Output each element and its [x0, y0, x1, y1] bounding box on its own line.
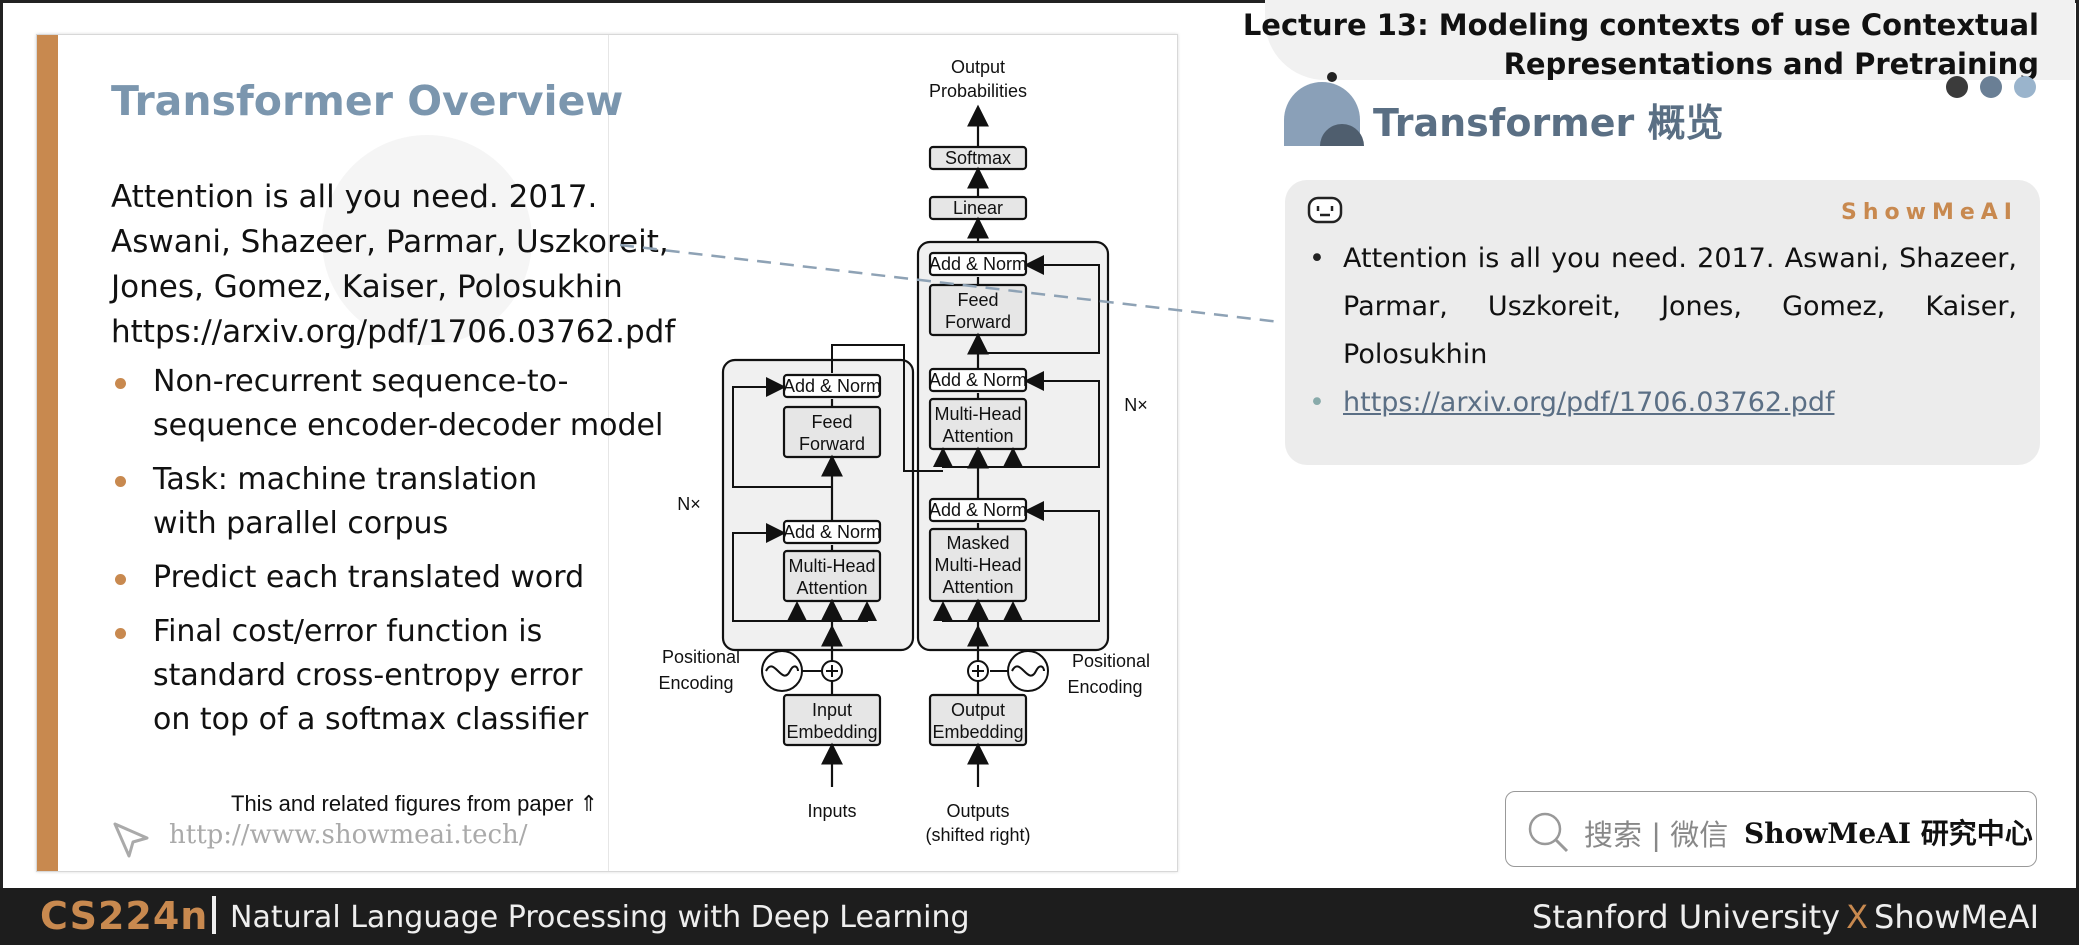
- dot-icon: [1946, 76, 1968, 98]
- cursor-icon: [113, 822, 149, 858]
- slide-divider: [608, 35, 609, 871]
- encoder-add-norm-block: Add & Norm: [783, 376, 881, 396]
- paper-link[interactable]: https://arxiv.org/pdf/1706.03762.pdf: [1343, 387, 1835, 418]
- course-code: CS224n: [40, 894, 209, 938]
- lecture-title-line: Lecture 13: Modeling contexts of use Con…: [1242, 8, 2039, 42]
- paper-citation: Attention is all you need. 2017. Aswani,…: [111, 175, 675, 355]
- card-list: Attention is all you need. 2017. Aswani,…: [1307, 235, 2017, 427]
- bullet-item: Predict each translated word: [111, 556, 663, 600]
- card-list-item: https://arxiv.org/pdf/1706.03762.pdf: [1307, 379, 2017, 427]
- citation-url: https://arxiv.org/pdf/1706.03762.pdf: [111, 314, 676, 350]
- encoder-feed-forward-block: Feed: [811, 412, 852, 432]
- header-band: [1265, 0, 2075, 80]
- encoder-nx-label: N×: [677, 494, 701, 514]
- header-dots: [1946, 76, 2048, 103]
- decoder-add-norm-block: Add & Norm: [929, 370, 1027, 390]
- figure-note: This and related figures from paper ⇑: [231, 791, 598, 816]
- lecture-slide: Transformer Overview Attention is all yo…: [36, 34, 1178, 872]
- footer-showmeai: ShowMeAI: [1874, 898, 2039, 936]
- search-label: 搜索 | 微信: [1584, 818, 1729, 852]
- inputs-label: Inputs: [807, 801, 856, 821]
- encoder-feed-forward-block: Forward: [799, 434, 865, 454]
- outputs-label: (shifted right): [925, 825, 1030, 845]
- connector-line: [620, 243, 1281, 324]
- encoder-add-norm-block: Add & Norm: [783, 522, 881, 542]
- decoder-add-norm-block: Add & Norm: [929, 500, 1027, 520]
- citation-line: Attention is all you need. 2017.: [111, 179, 598, 215]
- lecture-title-line: Representations and Pretraining: [1503, 47, 2039, 81]
- course-subtitle: Natural Language Processing with Deep Le…: [230, 900, 970, 935]
- robot-icon: [1307, 196, 1343, 224]
- positional-encoding-label: Positional: [662, 647, 740, 667]
- output-embedding-block: Output: [951, 700, 1005, 720]
- bullet-item: Task: machine translation with parallel …: [111, 458, 663, 546]
- encoder-multi-head-block: Multi-Head: [788, 556, 875, 576]
- decorative-circle: [322, 135, 532, 345]
- input-embedding-block: Input: [812, 700, 852, 720]
- decoder-add-norm-block: Add & Norm: [929, 254, 1027, 274]
- decoder-feed-forward-block: Forward: [945, 312, 1011, 332]
- bullet-item: Non-recurrent sequence-to- sequence enco…: [111, 360, 663, 448]
- encoder-multi-head-block: Attention: [796, 578, 867, 598]
- course-separator: [212, 896, 216, 934]
- decoder-feed-forward-block: Feed: [957, 290, 998, 310]
- output-probabilities-label: Output: [951, 57, 1005, 77]
- masked-multi-head-block: Attention: [942, 577, 1013, 597]
- positional-encoding-label: Encoding: [1067, 677, 1142, 697]
- decoder-nx-label: N×: [1124, 395, 1148, 415]
- outputs-label: Outputs: [946, 801, 1009, 821]
- showmeai-url[interactable]: http://www.showmeai.tech/: [169, 820, 528, 850]
- content-card: ShowMeAI Attention is all you need. 2017…: [1285, 180, 2040, 465]
- section-icon: [1284, 72, 1364, 146]
- section-title: Transformer 概览: [1373, 101, 1724, 145]
- positional-encoding-label: Encoding: [658, 673, 733, 693]
- footer-stanford: Stanford University: [1532, 898, 1841, 936]
- search-box[interactable]: 搜索 | 微信 ShowMeAI 研究中心: [1505, 791, 2037, 867]
- lecture-title: Lecture 13: Modeling contexts of use Con…: [1139, 6, 2039, 84]
- input-embedding-block: Embedding: [786, 722, 877, 742]
- decoder-multi-head-block: Multi-Head: [934, 404, 1021, 424]
- search-brand: ShowMeAI 研究中心: [1744, 817, 2033, 850]
- slide-title: Transformer Overview: [111, 77, 624, 125]
- masked-multi-head-block: Masked: [946, 533, 1009, 553]
- dot-icon: [2014, 76, 2036, 98]
- search-icon: [1528, 812, 1569, 853]
- output-probabilities-label: Probabilities: [929, 81, 1027, 101]
- slide-bullets: Non-recurrent sequence-to- sequence enco…: [111, 360, 663, 752]
- decoder-multi-head-block: Attention: [942, 426, 1013, 446]
- citation-line: Jones, Gomez, Kaiser, Polosukhin: [111, 269, 623, 305]
- footer-x: X: [1846, 898, 1869, 936]
- output-embedding-block: Embedding: [932, 722, 1023, 742]
- masked-multi-head-block: Multi-Head: [934, 555, 1021, 575]
- transformer-diagram: Output Probabilities Softmax Linear Add …: [658, 57, 1150, 845]
- softmax-block: Softmax: [945, 148, 1011, 168]
- positional-encoding-label: Positional: [1072, 651, 1150, 671]
- linear-block: Linear: [953, 198, 1003, 218]
- footer-bar: CS224n Natural Language Processing with …: [0, 888, 2079, 945]
- bullet-item: Final cost/error function is standard cr…: [111, 610, 663, 742]
- card-list-item: Attention is all you need. 2017. Aswani,…: [1307, 235, 2017, 379]
- dot-icon: [1980, 76, 2002, 98]
- slide-accent-bar: [37, 35, 58, 871]
- citation-line: Aswani, Shazeer, Parmar, Uszkoreit,: [111, 224, 669, 260]
- showmeai-brand: ShowMeAI: [1841, 200, 2018, 225]
